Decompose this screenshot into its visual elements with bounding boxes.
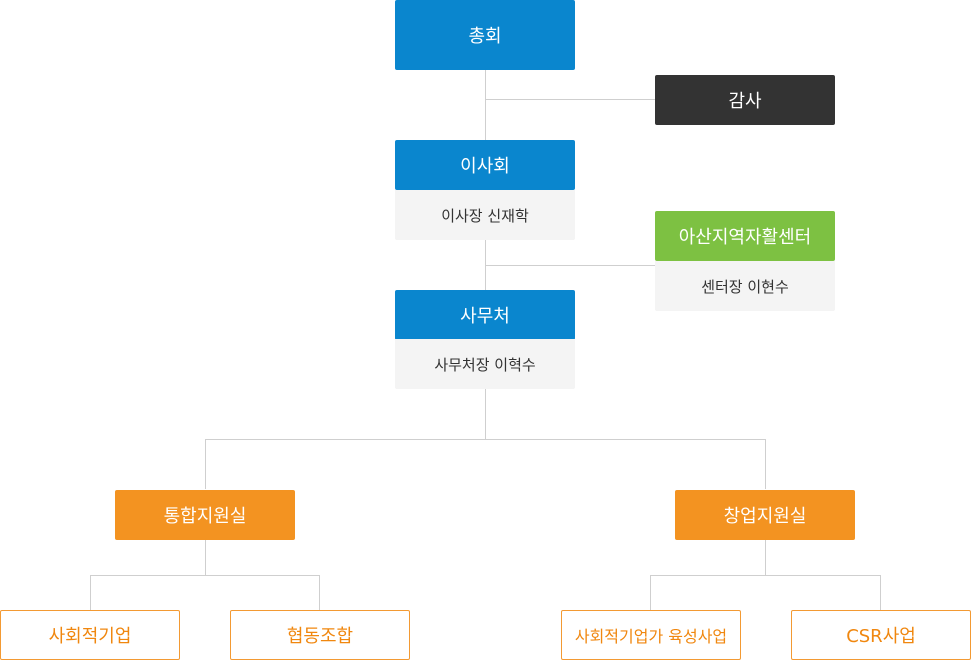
connector-cooperative-drop [319,575,320,610]
node-startup-support: 창업지원실 [675,490,855,540]
connector-startup-horizontal [650,575,881,576]
connector-startup-drop [765,439,766,489]
node-social-enterprise-development: 사회적기업가 육성사업 [561,610,741,660]
node-secretariat: 사무처 [395,290,575,340]
node-board-chair: 이사장 신재학 [395,190,575,240]
node-secretariat-head: 사무처장 이혁수 [395,339,575,389]
connector-development-drop [650,575,651,610]
node-center: 아산지역자활센터 [655,211,835,261]
node-board: 이사회 [395,140,575,190]
connector-integrated-drop [205,439,206,489]
connector-social-enterprise-drop [90,575,91,610]
connector-csr-drop [880,575,881,610]
connector-audit [485,99,655,100]
node-general-assembly: 총회 [395,0,575,70]
node-center-director: 센터장 이현수 [655,261,835,311]
connector-center [485,265,655,266]
node-audit: 감사 [655,75,835,125]
node-cooperative: 협동조합 [230,610,410,660]
node-integrated-support: 통합지원실 [115,490,295,540]
node-csr: CSR사업 [791,610,971,660]
connector-integrated-horizontal [90,575,320,576]
connector-main-vertical [485,70,486,440]
connector-integrated-stem [205,539,206,575]
connector-branch-horizontal [205,439,766,440]
node-social-enterprise: 사회적기업 [0,610,180,660]
connector-startup-stem [765,539,766,575]
